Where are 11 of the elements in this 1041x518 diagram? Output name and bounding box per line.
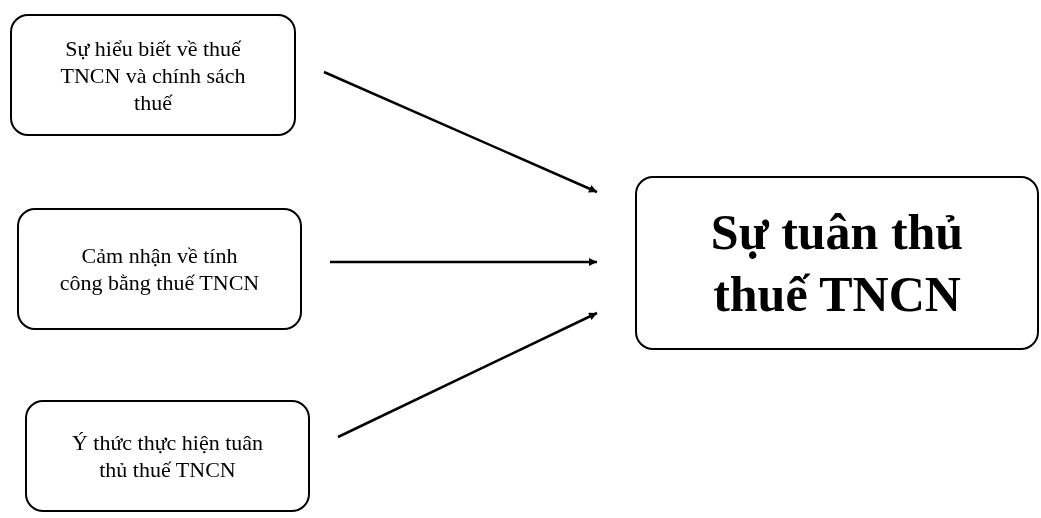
box-label: Sự hiểu biết về thuế TNCN và chính sách thuế [59,34,247,116]
box-label: Ý thức thực hiện tuân thủ thuế TNCN [70,429,265,483]
factor-box [10,14,296,136]
outcome-box [635,176,1039,350]
box-label: Sự tuân thủ thuế TNCN [709,203,965,324]
arrow [337,311,598,439]
factor-box [17,208,302,330]
factor-box [25,400,310,512]
arrow [323,70,598,194]
box-label: Cảm nhận về tính công bằng thuế TNCN [59,242,260,296]
arrow [330,258,597,266]
